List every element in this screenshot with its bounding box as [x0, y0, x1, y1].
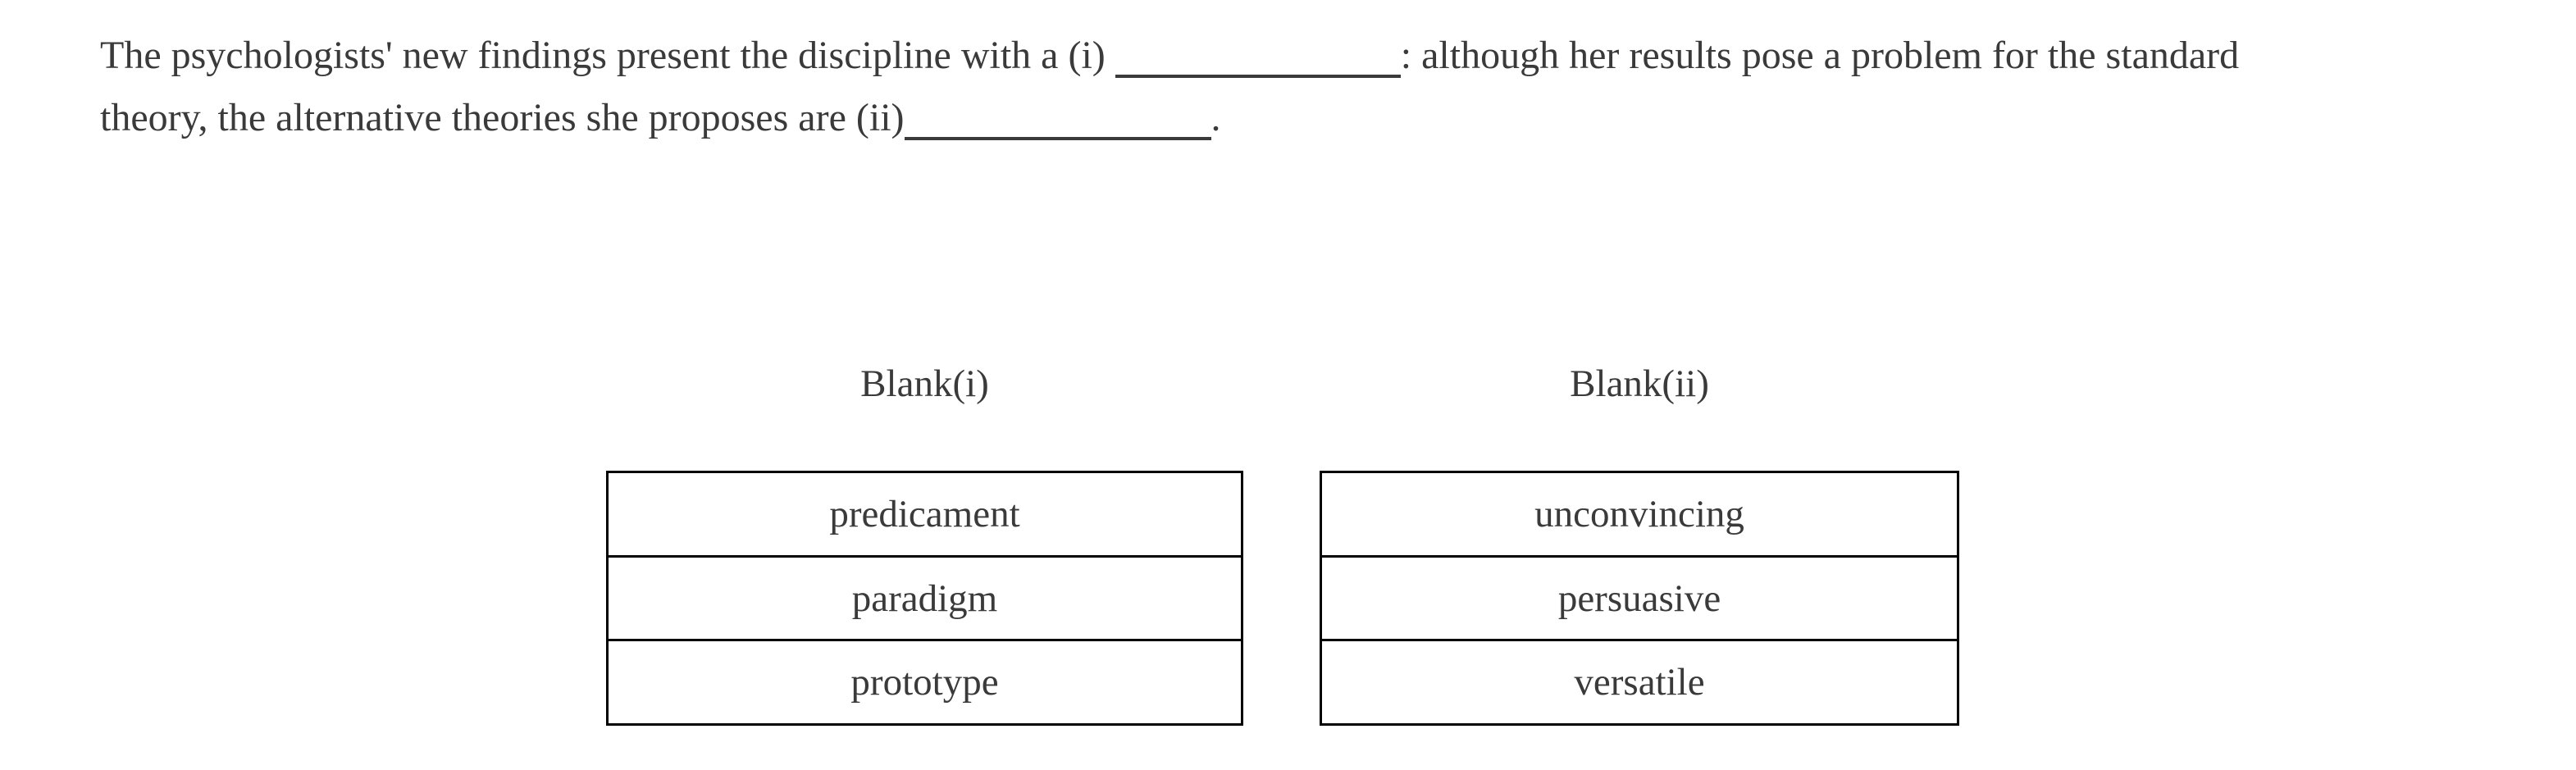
blank-ii-options-table: unconvincing persuasive versatile: [1320, 471, 1959, 726]
blank-i-options-table: predicament paradigm prototype: [606, 471, 1243, 726]
blank-i-option-2[interactable]: paradigm: [609, 554, 1241, 640]
blank-i-option-3[interactable]: prototype: [609, 639, 1241, 724]
blank-ii-underline: [904, 137, 1211, 140]
passage-text-after-blank-i: : although her results pose a problem fo…: [1400, 34, 2240, 77]
question-passage: The psychologists' new findings present …: [100, 25, 2495, 149]
passage-line-1: The psychologists' new findings present …: [100, 25, 2495, 87]
blank-ii-option-2[interactable]: persuasive: [1322, 554, 1957, 640]
blank-ii-option-1[interactable]: unconvincing: [1322, 473, 1957, 555]
blank-i-column-label: Blank(i): [860, 362, 989, 405]
passage-text-before-blank-ii: theory, the alternative theories she pro…: [100, 96, 905, 139]
blank-ii-column-label: Blank(ii): [1570, 362, 1709, 405]
blank-ii-option-3[interactable]: versatile: [1322, 639, 1957, 724]
passage-text-before-blank-i: The psychologists' new findings present …: [100, 34, 1115, 77]
blank-i-option-1[interactable]: predicament: [609, 473, 1241, 555]
blank-i-underline: [1115, 75, 1401, 78]
passage-line-2: theory, the alternative theories she pro…: [100, 87, 2495, 149]
passage-text-after-blank-ii: .: [1210, 96, 1221, 139]
